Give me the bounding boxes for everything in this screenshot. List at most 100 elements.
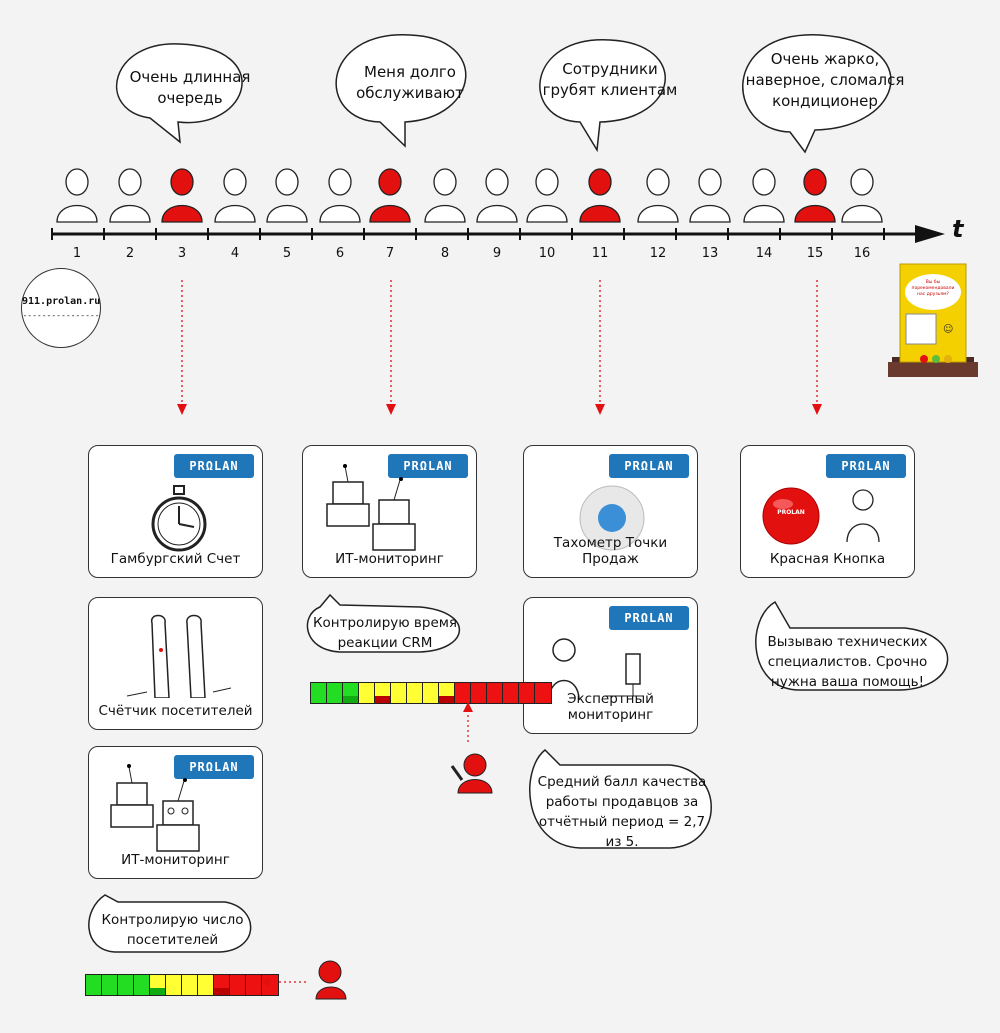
svg-text:☺: ☺: [943, 324, 953, 335]
meter-cell: [327, 683, 343, 703]
meter-cell: [471, 683, 487, 703]
meter-cell: [230, 975, 246, 995]
meter-cell: [375, 683, 391, 703]
meter-cell: [439, 683, 455, 703]
tick-label: 5: [282, 246, 292, 261]
complaint-bubble-1: [115, 43, 243, 144]
card-expert[interactable]: PRΩLAN Экспертный мониторинг: [523, 597, 698, 734]
meter-cell: [359, 683, 375, 703]
tick-label: 4: [230, 246, 240, 261]
meter-cell: [182, 975, 198, 995]
meter-cell: [455, 683, 471, 703]
speech-bubble-expert: [529, 748, 712, 849]
site-url[interactable]: 911.prolan.ru: [22, 296, 101, 307]
speech-bubble-crm: [306, 593, 461, 653]
card-it-monitoring-mid[interactable]: PRΩLAN ИТ-мониторинг: [302, 445, 477, 578]
device-screen-text: Вы бы порекомендовали нас друзьям?: [911, 280, 955, 297]
customer-figure: [319, 168, 361, 223]
card-hamburg[interactable]: PRΩLAN Гамбургский Счет: [88, 445, 263, 578]
meter-cell: [391, 683, 407, 703]
customer-figure: [266, 168, 308, 223]
card-caption: Счётчик посетителей: [98, 703, 253, 719]
meter-cell: [198, 975, 214, 995]
expert-at-desk-icon: [548, 638, 644, 701]
prolan-logo: PRΩLAN: [174, 454, 254, 478]
meter-cell: [535, 683, 551, 703]
customer-figure: [841, 168, 883, 223]
taxometer-device-icon: [579, 485, 645, 551]
customer-figure: [689, 168, 731, 223]
prolan-logo: PRΩLAN: [388, 454, 468, 478]
speech-bubble-visitors: [88, 894, 252, 953]
tick-label: 10: [538, 246, 556, 261]
tick-label: 1: [72, 246, 82, 261]
speech-text-tech: Вызываю технических специалистов. Срочно…: [767, 634, 928, 690]
card-it-monitoring-left[interactable]: PRΩLAN ИТ-мониторинг: [88, 746, 263, 879]
robots-icon: [110, 764, 200, 852]
complaint-bubble-3: [539, 39, 666, 153]
complaint-text-1: Очень длинная очередь: [129, 68, 251, 107]
card-visitors[interactable]: Счётчик посетителей: [88, 597, 263, 730]
meter-cell: [423, 683, 439, 703]
tick-label: 2: [125, 246, 135, 261]
meter-cell: [487, 683, 503, 703]
tick-label: 15: [806, 246, 824, 261]
card-caption: Красная Кнопка: [769, 551, 886, 567]
connector-arrows: [177, 280, 822, 415]
speech-text-expert: Средний балл качества работы продавцов з…: [537, 774, 707, 850]
complaint-text-4: Очень жарко, наверное, сломался кондицио…: [745, 50, 905, 110]
tick-label: 6: [335, 246, 345, 261]
meter-cell: [102, 975, 118, 995]
complaint-text-3: Сотрудники грубят клиентам: [542, 60, 678, 99]
card-caption: ИТ-мониторинг: [121, 852, 230, 868]
customer-figure: [476, 168, 518, 223]
robots-icon: [326, 464, 416, 551]
tick-label: 14: [755, 246, 773, 261]
meter-cell: [150, 975, 166, 995]
unhappy-customer-figure: [579, 168, 621, 223]
customer-figure: [743, 168, 785, 223]
prolan-logo: PRΩLAN: [609, 454, 689, 478]
site-badge[interactable]: 911.prolan.ru ----------------: [21, 268, 101, 348]
customer-figure: [56, 168, 98, 223]
meter-pointer-left: [262, 960, 347, 1000]
complaint-text-2: Меня долго обслуживают: [356, 63, 464, 102]
meter-cell: [118, 975, 134, 995]
red-button-icon: [762, 487, 880, 545]
card-caption: Тахометр Точки Продаж: [553, 535, 668, 567]
visitors-meter: [85, 974, 279, 996]
crm-response-meter: [310, 682, 552, 704]
prolan-logo: PRΩLAN: [174, 755, 254, 779]
meter-cell: [246, 975, 262, 995]
meter-cell: [214, 975, 230, 995]
complaint-bubble-4: [742, 34, 892, 154]
tick-label: 8: [440, 246, 450, 261]
axis-symbol: t: [952, 215, 964, 243]
feedback-device: ☺: [888, 263, 978, 377]
meter-cell: [343, 683, 359, 703]
tick-label: 3: [177, 246, 187, 261]
customers-row: [56, 168, 883, 223]
customer-figure: [424, 168, 466, 223]
red-button-label: PROLAN: [777, 509, 805, 516]
customer-figure: [526, 168, 568, 223]
card-taxometer[interactable]: PRΩLAN Тахометр Точки Продаж: [523, 445, 698, 578]
tick-label: 13: [701, 246, 719, 261]
tick-label: 7: [385, 246, 395, 261]
meter-cell: [166, 975, 182, 995]
complaint-bubbles: [115, 34, 892, 154]
tick-label: 16: [853, 246, 871, 261]
site-underline: ----------------: [22, 311, 100, 320]
timeline-svg: [51, 225, 945, 243]
customer-figure: [214, 168, 256, 223]
unhappy-customer-figure: [161, 168, 203, 223]
tick-label: 11: [591, 246, 609, 261]
speech-bubbles: [88, 593, 949, 953]
meter-cell: [86, 975, 102, 995]
card-caption: ИТ-мониторинг: [335, 551, 444, 567]
customer-figure: [109, 168, 151, 223]
card-red-button[interactable]: PRΩLAN PROLAN Красная Кнопка: [740, 445, 915, 578]
meter-pointer-mid: [450, 702, 493, 794]
speech-text-visitors: Контролирую число посетителей: [101, 912, 244, 948]
card-caption: Экспертный мониторинг: [567, 691, 654, 723]
